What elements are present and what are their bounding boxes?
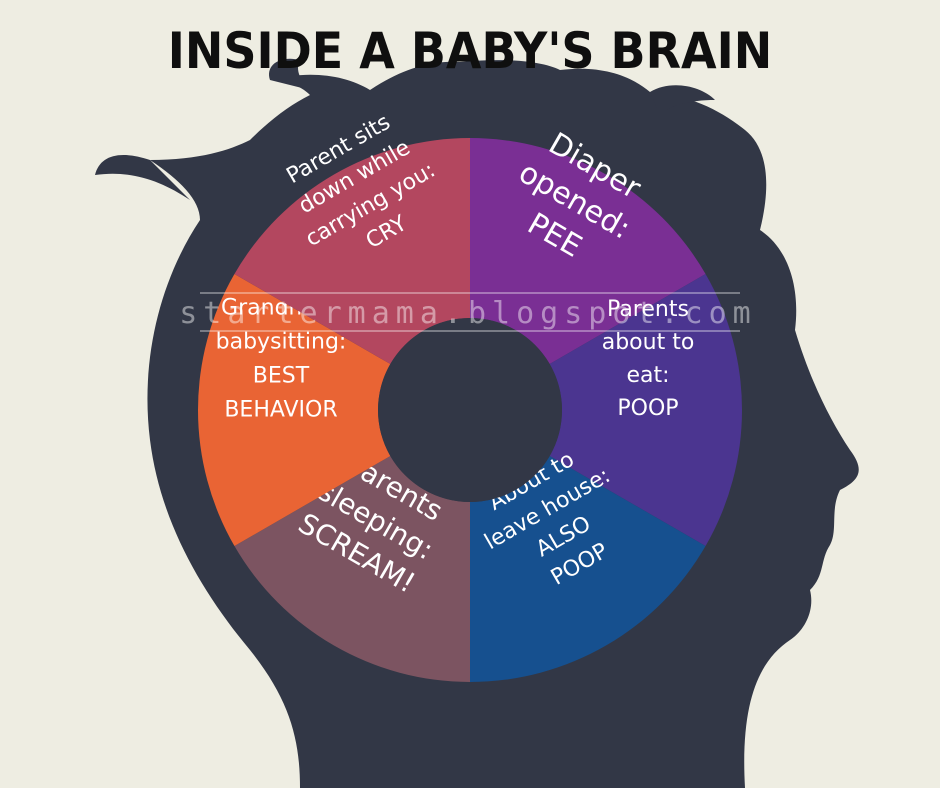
- wedge-label-poop: Parents about to eat: POOP: [602, 297, 695, 421]
- wedge-poop: [549, 274, 742, 546]
- hair-tuft-left: [95, 155, 190, 200]
- wedge-cry: [234, 138, 470, 364]
- wedge-label-line: BEHAVIOR: [224, 398, 337, 423]
- wedge-label-line: POOP: [617, 396, 678, 421]
- wedge-label-line: about to: [602, 330, 695, 355]
- wedge-label-line: BEST: [253, 364, 310, 389]
- hair-tuft-right: [650, 85, 715, 115]
- wedge-pee: [470, 138, 706, 364]
- wheel-center: [378, 318, 562, 502]
- wedge-scream: [234, 456, 470, 682]
- hair-tuft-top: [269, 58, 310, 90]
- wedge-label-line: babysitting:: [216, 330, 347, 355]
- watermark-line-top: [200, 292, 740, 294]
- wedge-label-line: eat:: [626, 363, 669, 388]
- wedge-best: [197, 274, 391, 546]
- page-title: INSIDE A BABY'S BRAIN: [167, 22, 773, 80]
- watermark-line-bottom: [200, 330, 740, 332]
- wedge-label-line: Parents: [607, 297, 689, 322]
- watermark-text: startermama.blogspot.com: [179, 296, 756, 331]
- wedge-also-poop: [470, 456, 706, 682]
